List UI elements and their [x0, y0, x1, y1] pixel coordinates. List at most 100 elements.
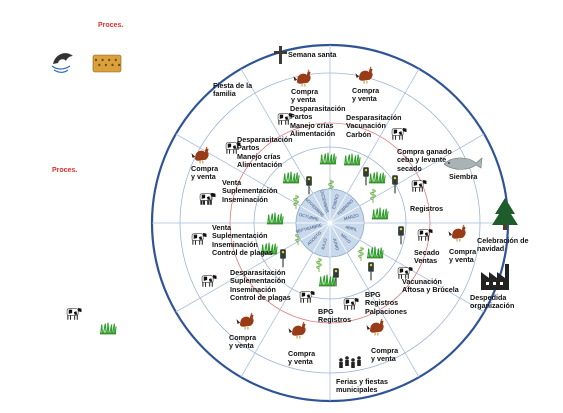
grass-icon	[318, 274, 336, 287]
activity-label-line: familia	[213, 89, 236, 99]
activity-label-line: Compra	[191, 164, 219, 173]
month-label: JUNIO	[332, 237, 340, 251]
activity-label-line: secado	[397, 163, 422, 173]
activity-label-line: Inseminación	[222, 194, 268, 204]
activity-label-registros-1: Registros	[410, 204, 444, 213]
spoke-line	[240, 68, 314, 194]
activity-label-line: Suplementación	[212, 231, 268, 241]
rooster-icon	[448, 223, 467, 243]
cow-icon	[201, 274, 217, 288]
cow-icon	[191, 232, 207, 246]
activity-label-line: Control de plagas	[230, 292, 291, 302]
seed-sprout-icon	[358, 246, 364, 262]
spoke-line	[346, 68, 420, 194]
activity-label-line: organización	[470, 301, 515, 311]
activity-label-line: Compra	[352, 86, 380, 95]
grass-icon	[371, 207, 389, 220]
activity-label-line: Compra	[229, 333, 257, 342]
activity-label-line: BPG	[365, 290, 381, 299]
activity-label-line: Vacunación	[402, 277, 442, 286]
activity-label-line: Registros	[318, 315, 352, 325]
sensor-icon	[368, 262, 374, 281]
activity-label-line: Vacunación	[346, 121, 386, 131]
activity-label-line: Suplementación	[230, 276, 286, 286]
activity-label-line: Registros	[365, 298, 399, 308]
hub-divider	[300, 205, 331, 224]
month-label: ABRIL	[345, 224, 359, 232]
activity-label-line: y venta	[449, 255, 474, 265]
activity-label-line: Desparasitación	[230, 268, 286, 277]
activity-label-line: Ferias y fiestas	[336, 377, 388, 386]
seed-sprout-icon	[370, 188, 376, 204]
activity-label-line: y venta	[191, 172, 216, 182]
activity-label-line: Compra	[291, 87, 319, 96]
activity-label-line: Manejo crías	[237, 151, 281, 161]
activity-label-line: Partos	[290, 112, 313, 122]
activity-label-line: navidad	[477, 244, 505, 254]
month-label: OCTUBRE	[298, 212, 319, 222]
spoke-line	[175, 239, 301, 313]
activity-label-line: Venta	[212, 223, 232, 232]
month-label: ENERO	[331, 193, 340, 209]
grass-icon	[343, 153, 361, 166]
hub-divider	[329, 205, 360, 224]
activity-label-line: Compra	[371, 346, 399, 355]
rooster-icon	[355, 65, 374, 85]
wheel-structure	[150, 43, 510, 403]
grass-icon	[99, 322, 117, 335]
factory-icon	[481, 264, 509, 290]
rooster-icon	[288, 320, 307, 340]
activity-label-line: y venta	[229, 341, 254, 351]
activity-label-line: Desparasitación	[346, 113, 402, 122]
activity-label-line: ceba y levante	[397, 155, 447, 165]
icons-layer	[51, 46, 518, 368]
activity-label-line: Aftosa y Brúcela	[402, 285, 459, 295]
spoke-line	[175, 133, 301, 207]
month-hub: ENEROFEBREROMARZOABRILMAYOJUNIOJULIOAGOS…	[295, 188, 365, 258]
process-label-top: Proces.	[98, 22, 124, 29]
cow-icon	[66, 307, 82, 321]
activity-label-line: Carbón	[346, 129, 372, 139]
activity-label-line: Control de plagas	[212, 247, 273, 257]
activity-label-line: y venta	[352, 94, 377, 104]
process-label-left: Proces.	[52, 167, 78, 174]
rooster-icon	[366, 317, 385, 337]
seed-sprout-icon	[293, 194, 299, 210]
activity-label-line: Compra	[288, 349, 316, 358]
hub-divider	[300, 222, 331, 241]
hub-divider	[329, 222, 348, 253]
spoke-line	[240, 252, 314, 378]
activity-label-line: Venta	[222, 178, 242, 187]
rooster-icon	[236, 311, 255, 331]
grass-icon	[319, 152, 337, 165]
dolphin-logo-icon	[51, 53, 73, 73]
activity-label-line: Registros	[410, 204, 444, 213]
grass-icon	[282, 171, 300, 184]
grass-icon	[366, 246, 384, 259]
activity-label-line: Compra ganado	[397, 147, 452, 156]
activity-label-line: Compra	[449, 247, 477, 256]
rooster-icon	[293, 68, 312, 88]
activity-label-line: Partos	[237, 143, 260, 153]
sensor-icon	[363, 167, 369, 186]
activity-label-semana-santa: Semana santa	[288, 50, 336, 59]
activity-label-line: y venta	[291, 95, 316, 105]
activity-label-line: Desparasitación	[237, 135, 293, 144]
cross-icon	[274, 46, 287, 64]
sensor-icon	[280, 249, 286, 268]
